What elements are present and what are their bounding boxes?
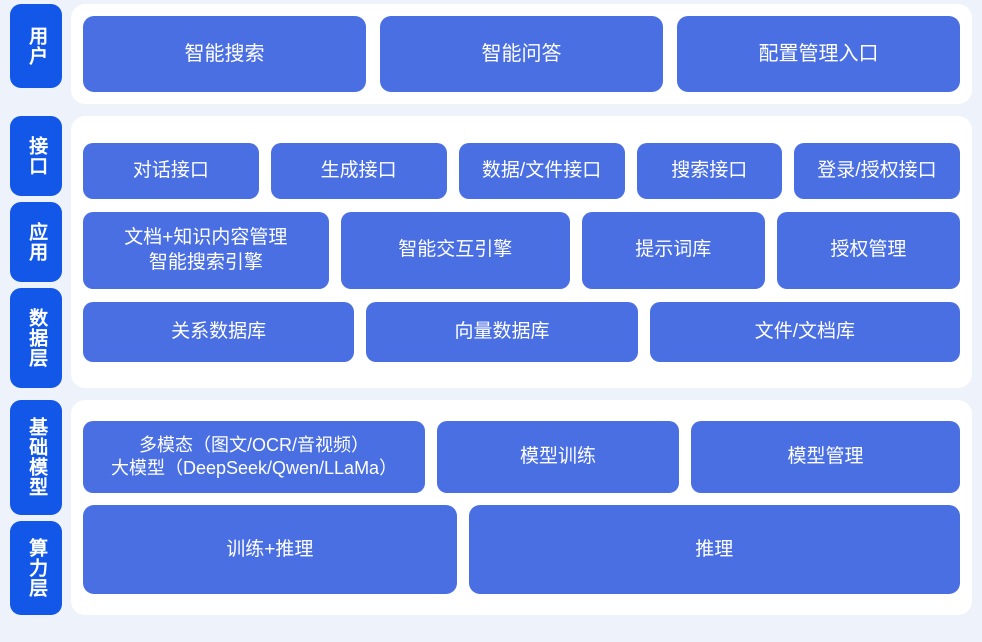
- layer-chip-application[interactable]: 应用: [10, 202, 62, 282]
- band-middle: 接口 应用 数据层 对话接口 生成接口 数据/文件接口 搜索接口 登录/授权接口…: [10, 116, 972, 388]
- box-smart-qa[interactable]: 智能问答: [380, 16, 663, 92]
- chip-column-users: 用户: [10, 4, 62, 104]
- layer-chip-compute[interactable]: 算力层: [10, 520, 62, 615]
- application-row: 文档+知识内容管理 智能搜索引擎 智能交互引擎 提示词库 授权管理: [83, 211, 960, 289]
- compute-row: 训练+推理 推理: [83, 505, 960, 594]
- panel-users: 智能搜索 智能问答 配置管理入口: [71, 4, 972, 104]
- box-doc-knowledge-management[interactable]: 文档+知识内容管理 智能搜索引擎: [83, 211, 329, 289]
- data-layer-row: 关系数据库 向量数据库 文件/文档库: [83, 301, 960, 362]
- box-dialog-api[interactable]: 对话接口: [83, 142, 259, 199]
- box-data-file-api[interactable]: 数据/文件接口: [458, 142, 625, 199]
- model-row: 多模态（图文/OCR/音视频） 大模型（DeepSeek/Qwen/LLaMa）…: [83, 421, 960, 493]
- box-search-api[interactable]: 搜索接口: [636, 142, 782, 199]
- layer-chip-interface[interactable]: 接口: [10, 116, 62, 196]
- band-users: 用户 智能搜索 智能问答 配置管理入口: [10, 4, 972, 104]
- box-login-auth-api[interactable]: 登录/授权接口: [793, 142, 960, 199]
- band-infra: 基础模型 算力层 多模态（图文/OCR/音视频） 大模型（DeepSeek/Qw…: [10, 400, 972, 615]
- box-config-management-entry[interactable]: 配置管理入口: [677, 16, 960, 92]
- box-multimodal-large-model[interactable]: 多模态（图文/OCR/音视频） 大模型（DeepSeek/Qwen/LLaMa）: [83, 421, 426, 493]
- panel-infra: 多模态（图文/OCR/音视频） 大模型（DeepSeek/Qwen/LLaMa）…: [71, 400, 972, 615]
- layer-chip-data[interactable]: 数据层: [10, 288, 62, 388]
- box-authorization-management[interactable]: 授权管理: [776, 211, 960, 289]
- box-model-management[interactable]: 模型管理: [691, 421, 960, 493]
- interface-row: 对话接口 生成接口 数据/文件接口 搜索接口 登录/授权接口: [83, 142, 960, 199]
- box-training-and-inference[interactable]: 训练+推理: [83, 505, 457, 594]
- layer-chip-foundation-model[interactable]: 基础模型: [10, 400, 62, 515]
- chip-column-middle: 接口 应用 数据层: [10, 116, 62, 388]
- panel-middle: 对话接口 生成接口 数据/文件接口 搜索接口 登录/授权接口 文档+知识内容管理…: [71, 116, 972, 388]
- box-smart-interaction-engine[interactable]: 智能交互引擎: [340, 211, 570, 289]
- user-entry-row: 智能搜索 智能问答 配置管理入口: [83, 16, 960, 92]
- box-model-training[interactable]: 模型训练: [437, 421, 679, 493]
- box-generation-api[interactable]: 生成接口: [270, 142, 447, 199]
- box-prompt-library[interactable]: 提示词库: [581, 211, 765, 289]
- chip-column-infra: 基础模型 算力层: [10, 400, 62, 615]
- box-file-document-store[interactable]: 文件/文档库: [649, 301, 960, 362]
- box-smart-search[interactable]: 智能搜索: [83, 16, 366, 92]
- box-relational-database[interactable]: 关系数据库: [83, 301, 355, 362]
- layer-chip-user[interactable]: 用户: [10, 4, 62, 88]
- box-inference[interactable]: 推理: [468, 505, 960, 594]
- box-vector-database[interactable]: 向量数据库: [366, 301, 638, 362]
